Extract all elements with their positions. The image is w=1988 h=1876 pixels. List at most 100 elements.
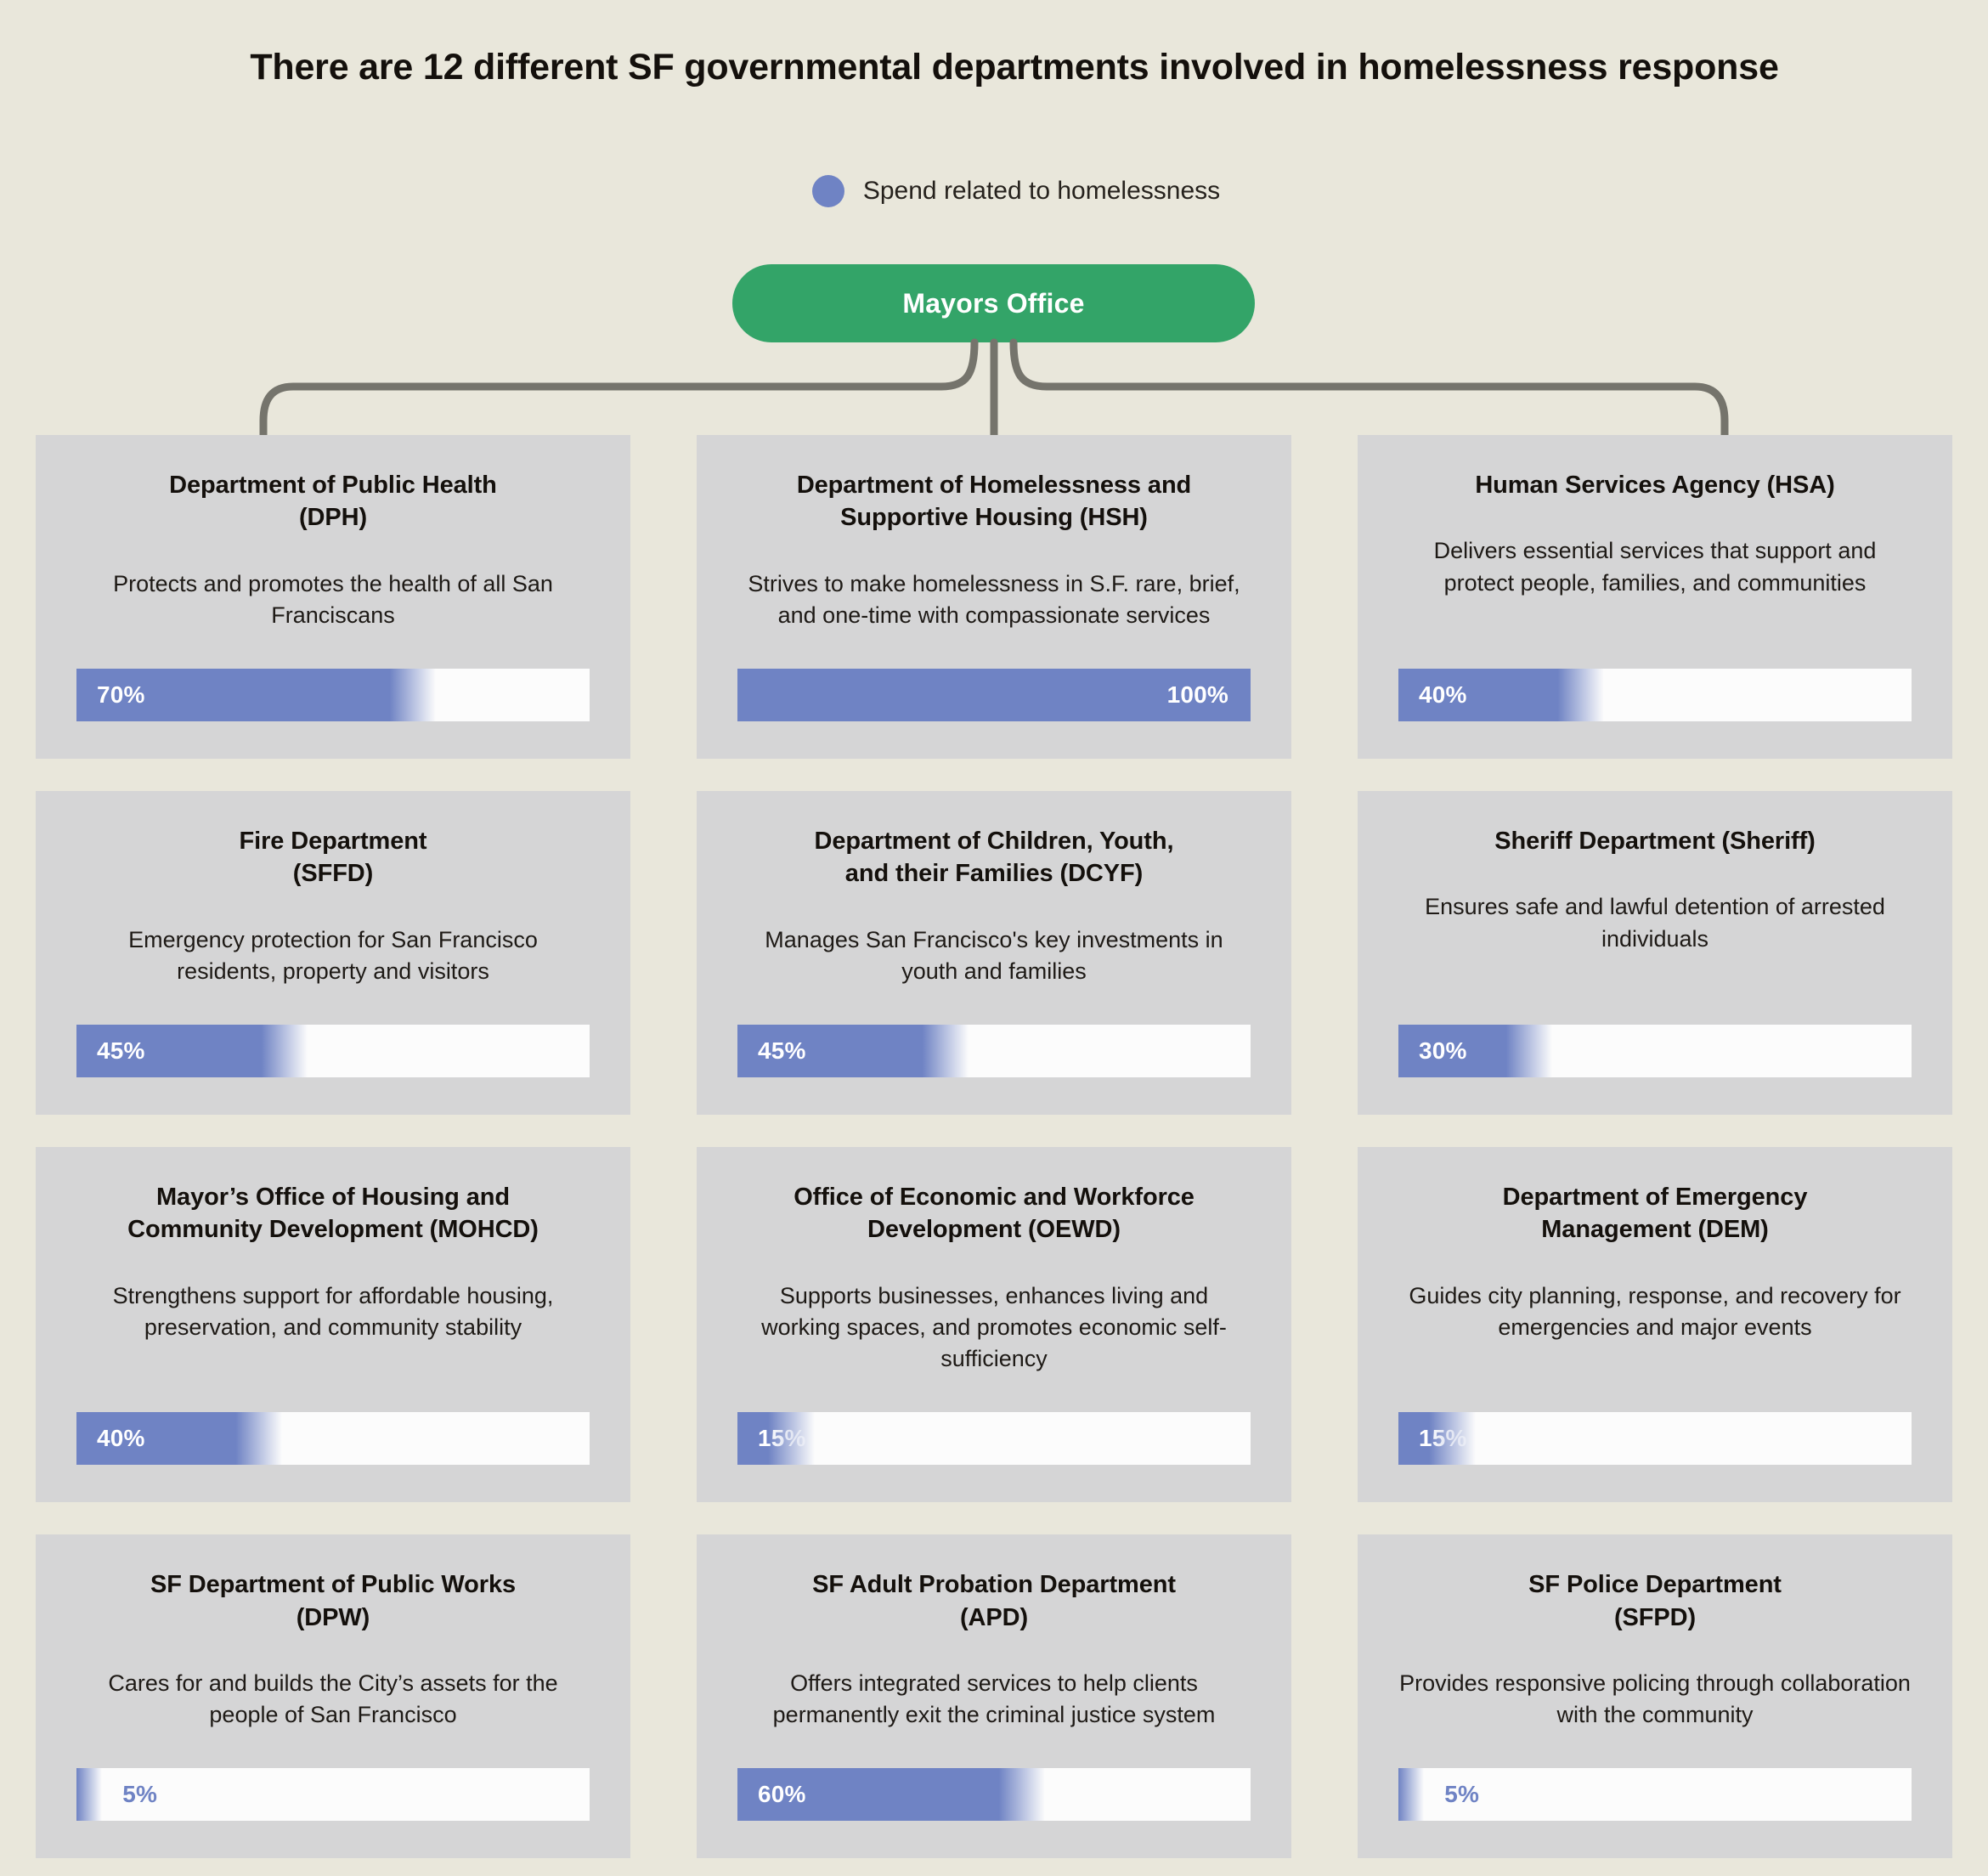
spend-progress-bar: 5% [76, 1768, 590, 1822]
spend-progress-fill [737, 669, 1251, 722]
card-title-line2: Supportive Housing (HSH) [840, 504, 1148, 532]
spend-progress-bar: 15% [737, 1412, 1251, 1466]
spend-progress-bar: 45% [737, 1025, 1251, 1078]
card-title: Department of Public Health (DPH) [76, 469, 590, 534]
card-title-line1: Human Services Agency (HSA) [1475, 472, 1835, 499]
card-title-line2: Community Development (MOHCD) [127, 1216, 539, 1244]
card-title: SF Adult Probation Department (APD) [737, 1568, 1251, 1634]
spend-progress-label: 100% [1166, 681, 1228, 709]
card-title: Sheriff Department (Sheriff) [1398, 825, 1912, 857]
card-title-line2: (DPH) [298, 504, 368, 532]
legend-label: Spend related to homelessness [862, 177, 1221, 205]
spend-progress-label: 5% [1444, 1781, 1480, 1808]
spend-progress-label: 15% [1419, 1412, 1467, 1465]
card-title-line1: Sheriff Department (Sheriff) [1494, 828, 1816, 856]
card-title: Department of Emergency Management (DEM) [1398, 1181, 1912, 1246]
card-title-line1: SF Department of Public Works [150, 1571, 517, 1599]
card-title-line1: SF Police Department [1528, 1571, 1782, 1599]
spend-progress-label: 45% [758, 1025, 806, 1077]
spend-progress-bar: 45% [76, 1025, 590, 1078]
card-description: Protects and promotes the health of all … [113, 570, 553, 628]
spend-progress-bar: 40% [1398, 669, 1912, 722]
card-title: SF Police Department (SFPD) [1398, 1568, 1912, 1634]
spend-progress-label: 40% [1419, 669, 1467, 721]
spend-progress-label: 30% [1419, 1025, 1467, 1077]
spend-progress-fill [76, 1025, 308, 1078]
card-title: Office of Economic and Workforce Develop… [737, 1181, 1251, 1246]
card-description: Supports businesses, enhances living and… [761, 1282, 1227, 1372]
department-card[interactable]: Fire Department (SFFD) Emergency protect… [36, 791, 630, 1116]
node-mayors-office[interactable]: Mayors Office [732, 264, 1255, 342]
card-title-line1: Mayor’s Office of Housing and [155, 1184, 511, 1212]
card-title-line1: Department of Homelessness and [796, 472, 1192, 499]
card-title: Department of Children, Youth, and their… [737, 825, 1251, 890]
card-description: Manages San Francisco's key investments … [765, 926, 1223, 984]
department-card-grid: Department of Public Health (DPH) Protec… [36, 435, 1952, 1859]
card-title: Department of Homelessness and Supportiv… [737, 469, 1251, 534]
department-card[interactable]: Sheriff Department (Sheriff) Ensures saf… [1358, 791, 1952, 1116]
spend-progress-fill [76, 1768, 103, 1822]
card-title-line1: Office of Economic and Workforce [794, 1184, 1194, 1212]
spend-progress-label: 45% [97, 1025, 145, 1077]
card-title-line2: and their Families (DCYF) [844, 860, 1144, 888]
card-title-line2: Management (DEM) [1541, 1216, 1769, 1244]
spend-progress-bar: 100% [737, 669, 1251, 722]
department-card[interactable]: Mayor’s Office of Housing and Community … [36, 1147, 630, 1503]
card-title-line1: Department of Emergency [1502, 1184, 1808, 1212]
spend-progress-label: 15% [758, 1412, 806, 1465]
card-title-line1: Department of Public Health [169, 472, 497, 499]
card-description: Emergency protection for San Francisco r… [128, 926, 538, 984]
legend-dot-icon [811, 175, 844, 207]
card-title: SF Department of Public Works (DPW) [76, 1568, 590, 1634]
card-title-line1: SF Adult Probation Department [812, 1571, 1176, 1599]
spend-progress-bar: 30% [1398, 1025, 1912, 1078]
spend-progress-fill [76, 669, 436, 722]
card-title-line1: Department of Children, Youth, [814, 828, 1174, 856]
card-description: Guides city planning, response, and reco… [1409, 1282, 1901, 1340]
spend-progress-bar: 15% [1398, 1412, 1912, 1466]
card-description: Strengthens support for affordable housi… [112, 1282, 554, 1340]
card-description: Strives to make homelessness in S.F. rar… [748, 570, 1240, 628]
spend-progress-label: 5% [122, 1781, 158, 1808]
department-card[interactable]: Department of Children, Youth, and their… [697, 791, 1291, 1116]
spend-progress-fill [737, 1412, 815, 1466]
card-title-line2: (SFFD) [292, 860, 374, 888]
department-card[interactable]: SF Adult Probation Department (APD) Offe… [697, 1534, 1291, 1859]
spend-progress-label: 60% [758, 1768, 806, 1821]
card-title-line2: Development (OEWD) [867, 1216, 1121, 1244]
department-card[interactable]: Human Services Agency (HSA) Delivers ess… [1358, 435, 1952, 760]
card-title: Mayor’s Office of Housing and Community … [76, 1181, 590, 1246]
card-description: Cares for and builds the City’s assets f… [108, 1670, 558, 1728]
spend-progress-bar: 40% [76, 1412, 590, 1466]
card-description: Provides responsive policing through col… [1399, 1670, 1911, 1728]
card-title-line2: (APD) [959, 1603, 1029, 1631]
spend-progress-bar: 5% [1398, 1768, 1912, 1822]
card-title-line1: Fire Department [239, 828, 427, 856]
spend-progress-fill [737, 1768, 1046, 1822]
spend-progress-fill [1398, 669, 1604, 722]
department-card[interactable]: SF Department of Public Works (DPW) Care… [36, 1534, 630, 1859]
spend-progress-fill [737, 1025, 969, 1078]
department-card[interactable]: Department of Emergency Management (DEM)… [1358, 1147, 1952, 1503]
card-description: Ensures safe and lawful detention of arr… [1425, 894, 1885, 952]
spend-progress-bar: 70% [76, 669, 590, 722]
department-card[interactable]: Department of Homelessness and Supportiv… [697, 435, 1291, 760]
card-title: Human Services Agency (HSA) [1398, 469, 1912, 501]
legend: Spend related to homelessness [0, 175, 1988, 207]
node-mayors-office-label: Mayors Office [902, 287, 1085, 319]
department-card[interactable]: Department of Public Health (DPH) Protec… [36, 435, 630, 760]
spend-progress-label: 40% [97, 1412, 145, 1465]
page-title: There are 12 different SF governmental d… [250, 47, 1779, 88]
department-card[interactable]: SF Police Department (SFPD) Provides res… [1358, 1534, 1952, 1859]
spend-progress-fill [1398, 1412, 1476, 1466]
spend-progress-fill [1398, 1768, 1425, 1822]
department-card[interactable]: Office of Economic and Workforce Develop… [697, 1147, 1291, 1503]
card-title-line2: (SFPD) [1613, 1603, 1697, 1631]
card-description: Offers integrated services to help clien… [772, 1670, 1216, 1728]
spend-progress-fill [76, 1412, 282, 1466]
card-title: Fire Department (SFFD) [76, 825, 590, 890]
spend-progress-bar: 60% [737, 1768, 1251, 1822]
spend-progress-label: 70% [97, 669, 145, 721]
spend-progress-fill [1398, 1025, 1553, 1078]
